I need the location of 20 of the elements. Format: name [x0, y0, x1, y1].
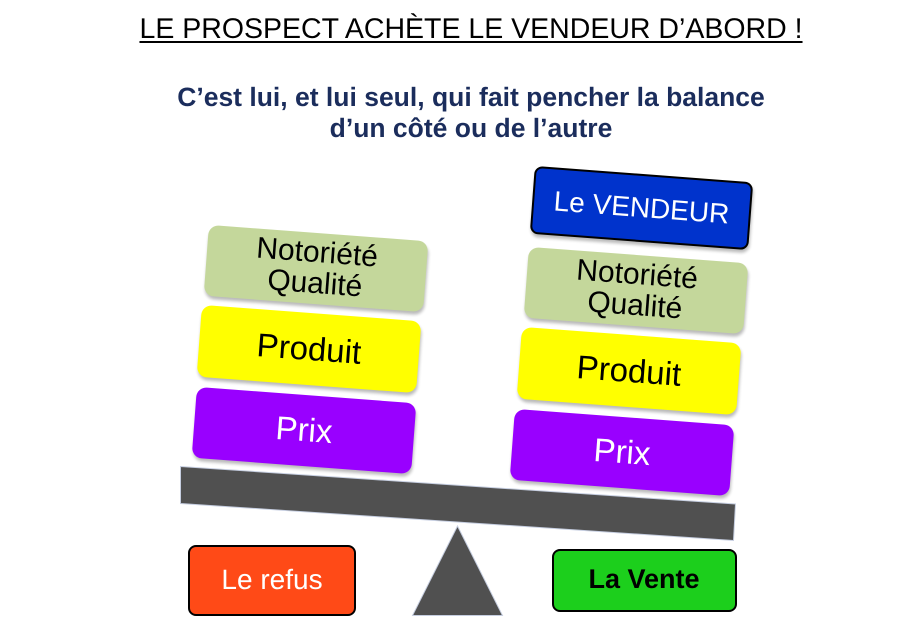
subtitle: C’est lui, et lui seul, qui fait pencher la balance d’un côté ou de l’autre — [176, 82, 766, 144]
block-label: Prix — [274, 410, 334, 450]
weight-block — [192, 386, 416, 474]
block-label: Le VENDEUR — [552, 186, 730, 230]
block-label: Notoriété Qualité — [574, 253, 700, 326]
weight-block — [204, 224, 428, 312]
outcome-box — [188, 544, 356, 616]
block-label: Produit — [256, 326, 362, 371]
title: LE PROSPECT ACHÈTE LE VENDEUR D’ABORD ! — [139, 12, 803, 46]
weight-block — [510, 408, 734, 496]
block-label: Produit — [576, 348, 682, 393]
weight-block — [524, 246, 748, 334]
weight-block — [516, 326, 742, 416]
block-label: Le refus — [221, 564, 323, 596]
block-label: Notoriété Qualité — [254, 231, 380, 304]
weight-block — [529, 166, 753, 250]
block-label: La Vente — [588, 565, 700, 595]
block-label: Prix — [592, 432, 652, 472]
weight-block — [196, 304, 422, 394]
outcome-box — [552, 548, 736, 612]
